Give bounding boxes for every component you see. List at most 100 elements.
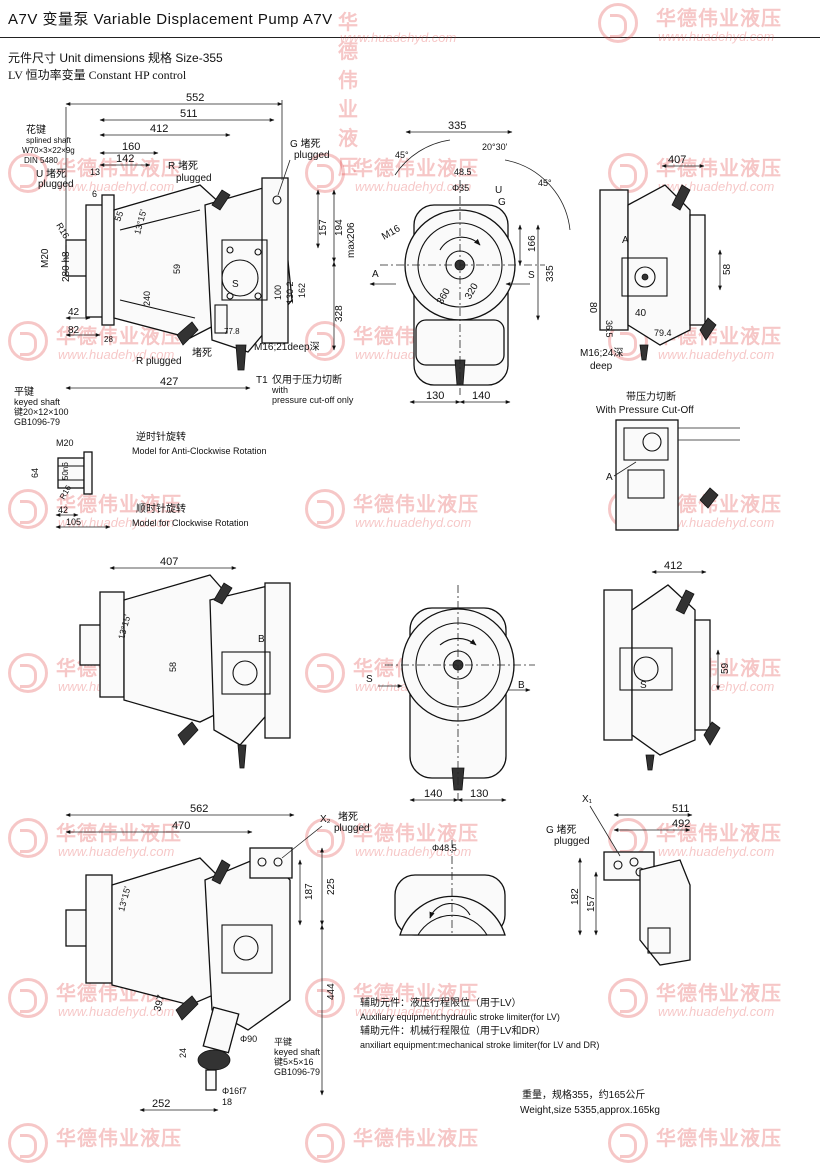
port-u-en: plugged — [38, 179, 74, 190]
port-a-front: A — [372, 269, 379, 280]
dim-6: 6 — [92, 189, 97, 199]
keyed-m20: M20 — [56, 438, 74, 448]
dim-160: 160 — [122, 141, 140, 153]
port-t1 — [235, 344, 247, 371]
view-side-anticlockwise: 552 511 412 160 142 13 6 42 82 28 427 28… — [22, 92, 357, 405]
radius-r16: R16 — [54, 221, 71, 240]
dim-80-right: 80 — [587, 302, 598, 314]
port-x2-en: plugged — [334, 823, 370, 834]
dim-58-right: 58 — [722, 263, 733, 275]
dim-412: 412 — [150, 123, 168, 135]
keyed-cn: 平键 — [14, 385, 34, 398]
dim-511-limiter: 511 — [672, 803, 690, 815]
dim-100: 100 — [273, 285, 283, 300]
port-s-right-cw: S — [640, 680, 647, 691]
port-r-bot-en: R plugged — [136, 356, 182, 367]
dim-252: 252 — [152, 1098, 170, 1110]
limiter-key-gb: GB1096-79 — [274, 1067, 320, 1077]
dim-162: 162 — [297, 283, 307, 298]
dim-59: 59 — [172, 264, 182, 274]
anti-rotation-cn: 逆时针旋转 — [136, 430, 186, 443]
right-end-cover — [599, 189, 629, 331]
cutoff-housing — [615, 419, 679, 531]
port-s-front: S — [528, 270, 535, 281]
dim-427: 427 — [160, 376, 178, 388]
dim-280h8: 280 h8 — [61, 251, 72, 282]
aux2-en: anxiliart equipment:mechanical stroke li… — [360, 1040, 599, 1050]
cw-rotation-cn: 顺时针旋转 — [136, 502, 186, 515]
spline-en: splined shaft — [26, 136, 72, 145]
thread-m16-21: M16;21deep深 — [254, 341, 320, 353]
dim-492: 492 — [672, 818, 690, 830]
dim-130-front: 130 — [426, 390, 444, 402]
dim-35: Φ35 — [452, 183, 469, 193]
pressure-valve-bottom — [176, 321, 199, 346]
port-x2-cn: 堵死 — [338, 810, 358, 823]
keyed-en: keyed shaft — [14, 397, 61, 407]
dim-142: 142 — [116, 153, 134, 165]
thread-m16-front: M16 — [380, 223, 403, 242]
cw-control — [209, 584, 281, 746]
cw-flange — [99, 591, 125, 698]
dim-225: 225 — [326, 878, 337, 895]
port-r-top-cn: R 堵死 — [168, 159, 198, 172]
limiter-key-en: keyed shaft — [274, 1047, 321, 1057]
weight-cn: 重量，规格355，约165公斤 — [522, 1088, 645, 1101]
dim-166: 166 — [527, 235, 538, 252]
t1-label: T1 — [256, 375, 268, 386]
port-a-cutoff: A — [606, 472, 613, 483]
flange-plate — [101, 194, 115, 326]
spline-cn: 花键 — [26, 123, 46, 136]
view-keyed-shaft: 平键 keyed shaft 键20×12×100 GB1096-79 M20 … — [14, 385, 111, 529]
dim-40-right: 40 — [635, 308, 647, 319]
keyed-gb: GB1096-79 — [14, 417, 60, 427]
view-pressure-cutoff: 带压力切断 With Pressure Cut-Off A — [596, 390, 740, 531]
port-x1: X₁ — [582, 794, 593, 805]
dim-444: 444 — [326, 983, 337, 1000]
angle-45-left: 45° — [395, 150, 409, 160]
dim-365-right: 36.5 — [604, 320, 614, 338]
dim-485-limiter: Φ48.5 — [432, 843, 457, 853]
view-front-limiter: Φ48.5 — [394, 840, 506, 936]
dim-130-cw: 130 — [470, 788, 488, 800]
dim-240: 240 — [142, 291, 152, 306]
page-title: A7V 变量泵 Variable Displacement Pump A7V — [8, 11, 333, 28]
dim-82: 82 — [68, 325, 80, 336]
dim-335: 335 — [448, 120, 466, 132]
unit-dimensions-label: 元件尺寸 Unit dimensions 规格 Size-355 — [8, 51, 223, 65]
port-g-en: plugged — [294, 150, 330, 161]
dim-28: 28 — [104, 335, 113, 344]
dim-58-cw: 58 — [168, 662, 178, 672]
port-g-front: G — [498, 197, 506, 208]
dim-42: 42 — [68, 307, 80, 318]
dim-485: 48.5 — [454, 167, 472, 177]
dim-412-right: 412 — [664, 560, 682, 572]
cutoff-en: With Pressure Cut-Off — [596, 405, 694, 416]
control-type-label: LV 恒功率变量 Constant HP control — [8, 68, 187, 82]
dim-194: 194 — [334, 219, 345, 236]
dim-407-right: 407 — [668, 154, 686, 166]
keyed-spec: 键20×12×100 — [14, 406, 69, 417]
dim-13: 13 — [90, 167, 100, 177]
port-u-front: U — [495, 185, 502, 196]
notes: 辅助元件：液压行程限位（用于LV） Auxiliary equipment:hy… — [360, 996, 660, 1116]
view-right-limiter: X₁ 511 492 G 堵死 plugged 182 157 — [546, 794, 693, 966]
dim-552: 552 — [186, 92, 204, 104]
pressure-valve-top — [211, 189, 231, 211]
dim-328: 328 — [334, 305, 345, 322]
keyed-50n6: 50n6 — [61, 462, 70, 480]
dim-max206: max206 — [346, 222, 357, 258]
dim-157: 157 — [318, 219, 329, 236]
dim-55: 55 — [112, 210, 125, 223]
dim-182: 182 — [570, 888, 581, 905]
dim-16f7: Φ16f7 — [222, 1086, 247, 1096]
dim-59-right: 59 — [720, 662, 731, 674]
port-s-cw: S — [366, 674, 373, 685]
dim-397: 397 — [152, 993, 167, 1012]
port-g-limiter-en: plugged — [554, 836, 590, 847]
title-bar: A7V 变量泵 Variable Displacement Pump A7V — [0, 0, 820, 38]
port-g-limiter-cn: G 堵死 — [546, 823, 577, 836]
t1-cn: 仅用于压力切断 — [272, 373, 342, 386]
port-g-cn: G 堵死 — [290, 137, 321, 150]
